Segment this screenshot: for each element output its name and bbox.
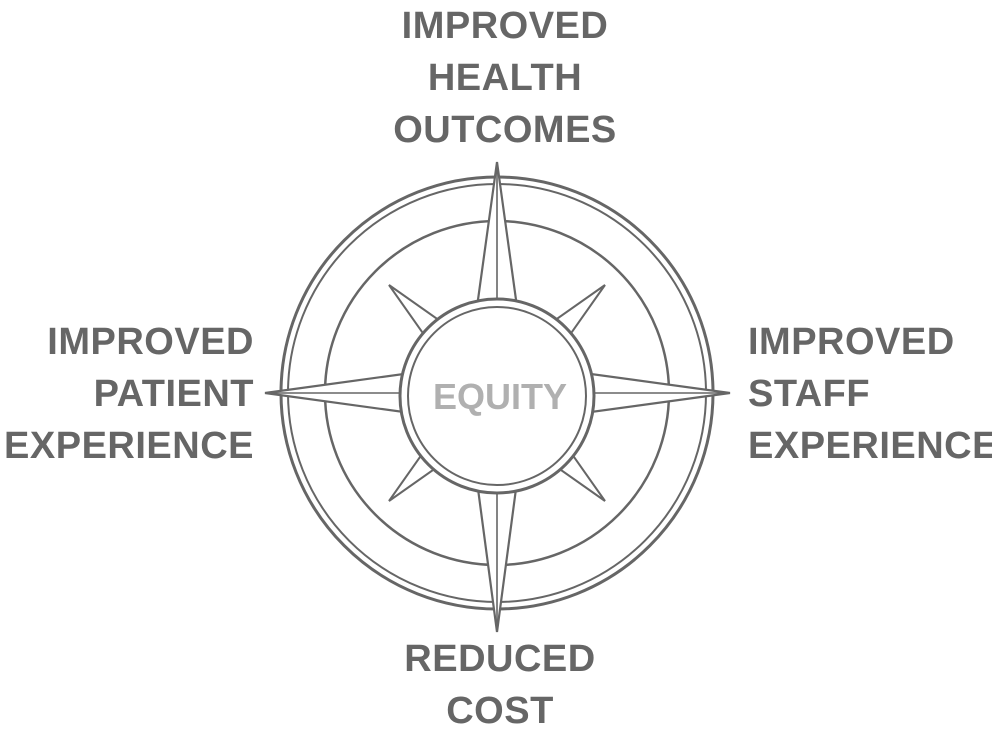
label-right: IMPROVED STAFF EXPERIENCE xyxy=(748,316,992,472)
label-bottom-line: COST xyxy=(446,690,554,732)
label-top-line: HEALTH xyxy=(427,57,583,99)
center-disc-inner xyxy=(407,306,587,486)
label-top-line: OUTCOMES xyxy=(393,109,617,151)
label-left-line: EXPERIENCE xyxy=(4,425,254,467)
label-top-line: IMPROVED xyxy=(401,5,609,47)
label-top: IMPROVED HEALTH OUTCOMES xyxy=(300,0,710,156)
center-label: EQUITY xyxy=(432,376,567,417)
label-bottom: REDUCED COST xyxy=(300,633,700,737)
label-right-line: STAFF xyxy=(748,373,871,415)
label-bottom-line: REDUCED xyxy=(404,638,596,680)
label-right-line: EXPERIENCE xyxy=(748,425,992,467)
label-left-line: PATIENT xyxy=(93,373,254,415)
label-left: IMPROVED PATIENT EXPERIENCE xyxy=(0,316,254,472)
label-right-line: IMPROVED xyxy=(748,321,955,363)
label-left-line: IMPROVED xyxy=(47,321,254,363)
